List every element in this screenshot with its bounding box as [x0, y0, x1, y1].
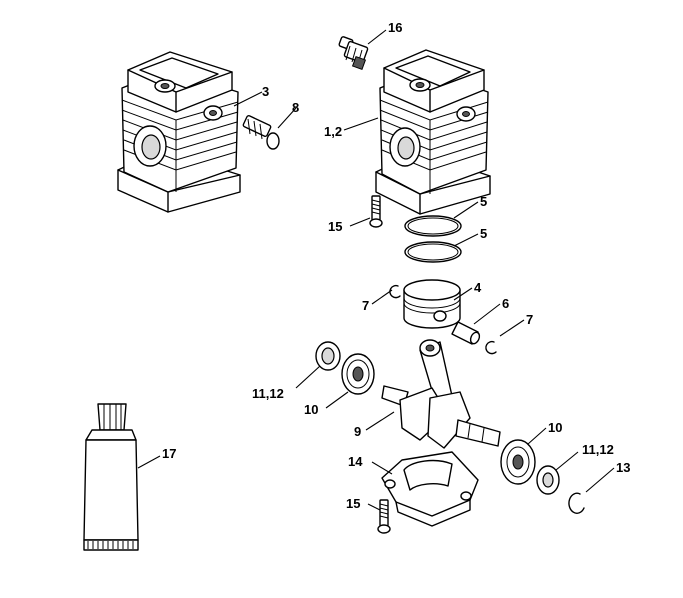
bearing-10-left [341, 353, 375, 395]
cylinder-right [375, 49, 491, 215]
callout-1-2: 1,2 [324, 124, 342, 139]
piston-4 [403, 279, 461, 329]
callout-15-upper: 15 [328, 219, 342, 234]
callout-10-right: 10 [548, 420, 562, 435]
seal-11-12-right [536, 465, 560, 495]
callout-8: 8 [292, 100, 299, 115]
screw-15-top [369, 195, 383, 228]
callout-3: 3 [262, 84, 269, 99]
callout-5-upper: 5 [480, 194, 487, 209]
callout-16: 16 [388, 20, 402, 35]
callout-7-left: 7 [362, 298, 369, 313]
callout-11-12-right: 11,12 [582, 442, 614, 457]
bearing-10-right [500, 439, 536, 485]
callout-11-12-left: 11,12 [252, 386, 284, 401]
callout-13: 13 [616, 460, 630, 475]
leader-lines [137, 29, 615, 511]
crankcase-14 [381, 451, 479, 527]
piston-rings-5 [404, 215, 462, 263]
callout-9: 9 [354, 424, 361, 439]
callout-6: 6 [502, 296, 509, 311]
callout-14: 14 [348, 454, 363, 469]
circlip-7-right [485, 340, 497, 355]
crankshaft-9 [381, 339, 501, 449]
callout-15-lower: 15 [346, 496, 360, 511]
seal-11-12-left [315, 341, 341, 371]
grease-tube-17 [83, 403, 139, 551]
decompression-valve-8 [242, 115, 280, 150]
callout-5-lower: 5 [480, 226, 487, 241]
callout-10-left: 10 [304, 402, 318, 417]
spark-plug-16 [338, 36, 369, 71]
callout-labels: 16 3 8 1,2 5 15 5 4 7 6 7 11,12 10 9 10 … [162, 20, 630, 511]
circlip-7-left [389, 284, 401, 299]
circlip-13 [568, 492, 585, 514]
piston-pin-6 [451, 321, 481, 345]
cylinder-left [117, 51, 241, 213]
screw-15-bottom [377, 499, 391, 534]
callout-17: 17 [162, 446, 176, 461]
callout-4: 4 [474, 280, 482, 295]
callout-7-right: 7 [526, 312, 533, 327]
